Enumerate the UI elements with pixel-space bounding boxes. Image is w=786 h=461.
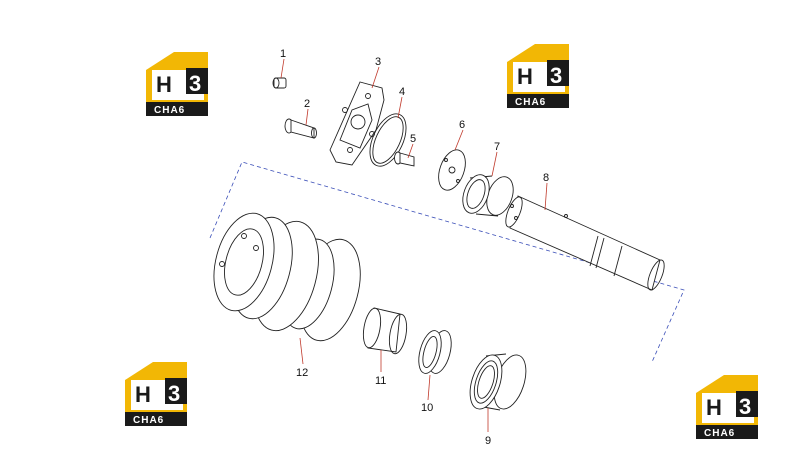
part-shaft bbox=[505, 195, 665, 291]
callout-2: 2 bbox=[304, 98, 310, 110]
brand-logo: H 3 CHA6 bbox=[507, 44, 569, 108]
assembly-outline bbox=[209, 161, 685, 363]
part-o-ring bbox=[369, 113, 407, 167]
part-floating-seal bbox=[418, 330, 452, 374]
callout-1: 1 bbox=[280, 48, 286, 60]
logo-digit: 3 bbox=[168, 381, 180, 406]
leader-lines bbox=[280, 58, 548, 432]
part-washer bbox=[438, 149, 466, 191]
logo-digit: 3 bbox=[189, 71, 201, 96]
callout-4: 4 bbox=[399, 86, 405, 98]
logo-word: CHA6 bbox=[704, 428, 735, 439]
brand-logo: H 3 CHA6 bbox=[125, 362, 187, 426]
part-screw bbox=[394, 151, 415, 167]
callout-8: 8 bbox=[543, 172, 549, 184]
brand-logo: H 3 CHA6 bbox=[696, 375, 758, 439]
callout-5: 5 bbox=[410, 133, 416, 145]
logo-letter: H bbox=[517, 64, 533, 89]
logo-digit: 3 bbox=[739, 394, 751, 419]
part-end-cover bbox=[329, 81, 385, 166]
part-roller bbox=[213, 212, 361, 342]
logo-word: CHA6 bbox=[154, 105, 185, 116]
callout-labels: 1 2 3 4 5 6 7 8 9 10 11 12 bbox=[280, 48, 549, 447]
part-sleeve bbox=[362, 307, 408, 355]
part-seal-housing bbox=[469, 352, 527, 412]
logo-word: CHA6 bbox=[515, 97, 546, 108]
callout-11: 11 bbox=[375, 375, 386, 387]
part-bolt bbox=[284, 118, 317, 139]
callout-12: 12 bbox=[296, 367, 308, 379]
part-plug bbox=[272, 77, 287, 89]
callout-10: 10 bbox=[421, 402, 433, 414]
callout-6: 6 bbox=[459, 119, 465, 131]
callout-7: 7 bbox=[494, 141, 500, 153]
part-bushing bbox=[462, 174, 514, 217]
logo-letter: H bbox=[156, 72, 172, 97]
logo-letter: H bbox=[706, 395, 722, 420]
logo-digit: 3 bbox=[550, 63, 562, 88]
logo-word: CHA6 bbox=[133, 415, 164, 426]
callout-3: 3 bbox=[375, 56, 381, 68]
brand-logo: H 3 CHA6 bbox=[146, 52, 208, 116]
logo-letter: H bbox=[135, 382, 151, 407]
callout-9: 9 bbox=[485, 435, 491, 447]
